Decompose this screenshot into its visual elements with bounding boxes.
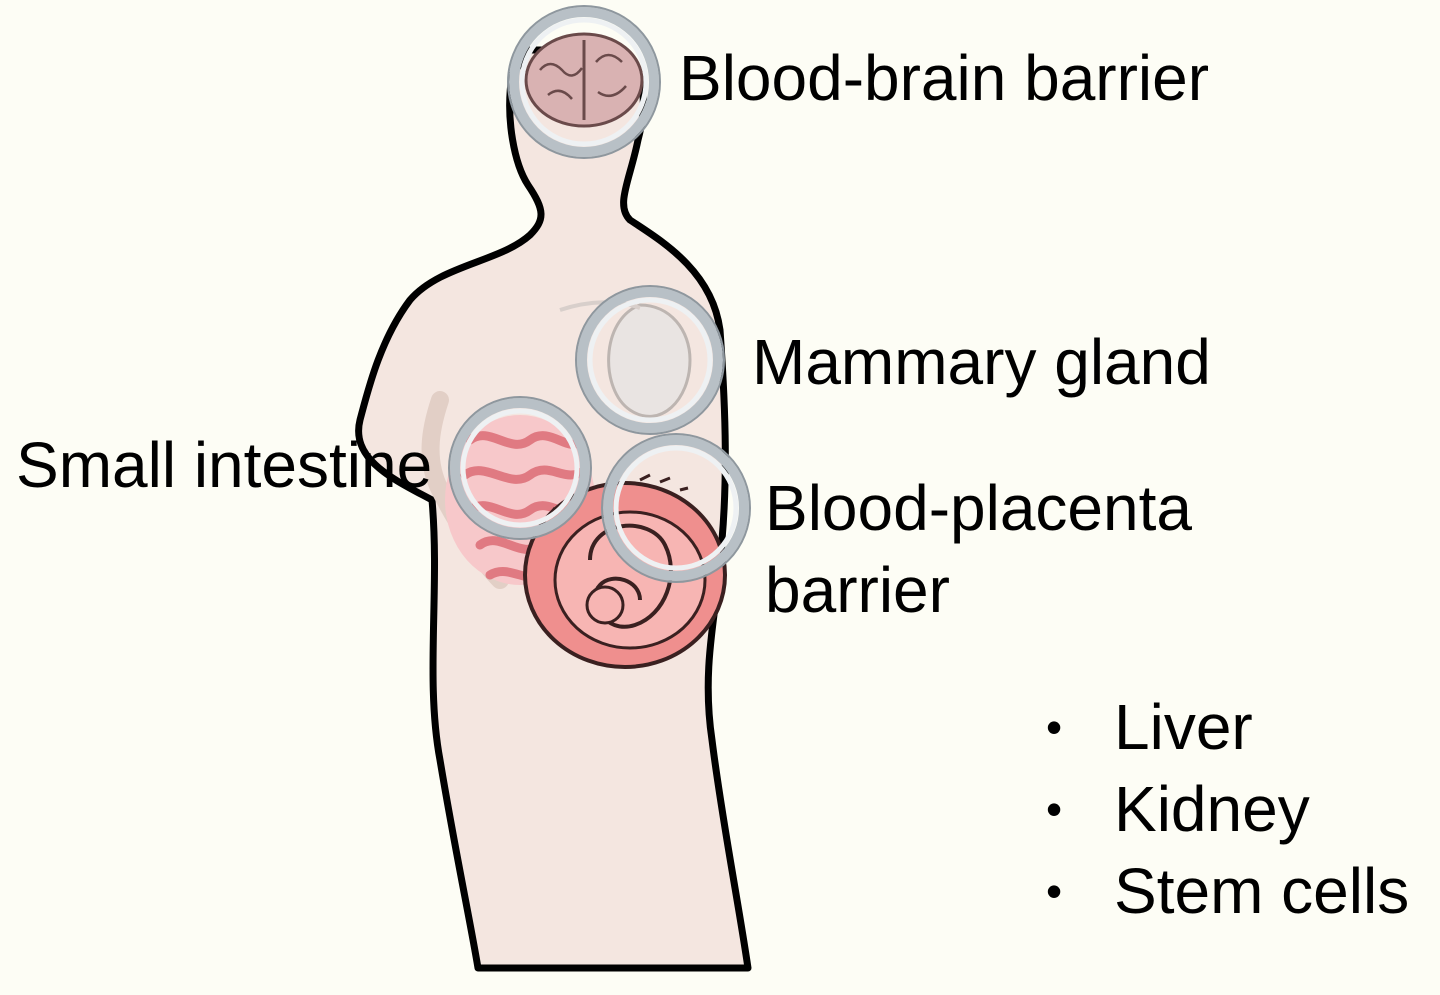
list-item: •Kidney xyxy=(1040,768,1409,850)
list-item: •Stem cells xyxy=(1040,850,1409,932)
label-mammary-gland: Mammary gland xyxy=(752,324,1211,401)
bullet-icon: • xyxy=(1040,768,1114,850)
label-blood-placenta-line1: Blood-placenta xyxy=(765,467,1192,549)
label-blood-placenta-line2: barrier xyxy=(765,549,1192,631)
brain-icon xyxy=(526,34,642,126)
list-item-text: Kidney xyxy=(1114,768,1310,850)
label-blood-brain-barrier: Blood-brain barrier xyxy=(679,40,1209,117)
other-tissues-list: •Liver •Kidney •Stem cells xyxy=(1040,686,1409,932)
bullet-icon: • xyxy=(1040,686,1114,768)
label-small-intestine: Small intestine xyxy=(16,427,432,504)
bullet-icon: • xyxy=(1040,850,1114,932)
list-item-text: Stem cells xyxy=(1114,850,1409,932)
list-item-text: Liver xyxy=(1114,686,1253,768)
label-blood-placenta-barrier: Blood-placenta barrier xyxy=(765,467,1192,631)
list-item: •Liver xyxy=(1040,686,1409,768)
